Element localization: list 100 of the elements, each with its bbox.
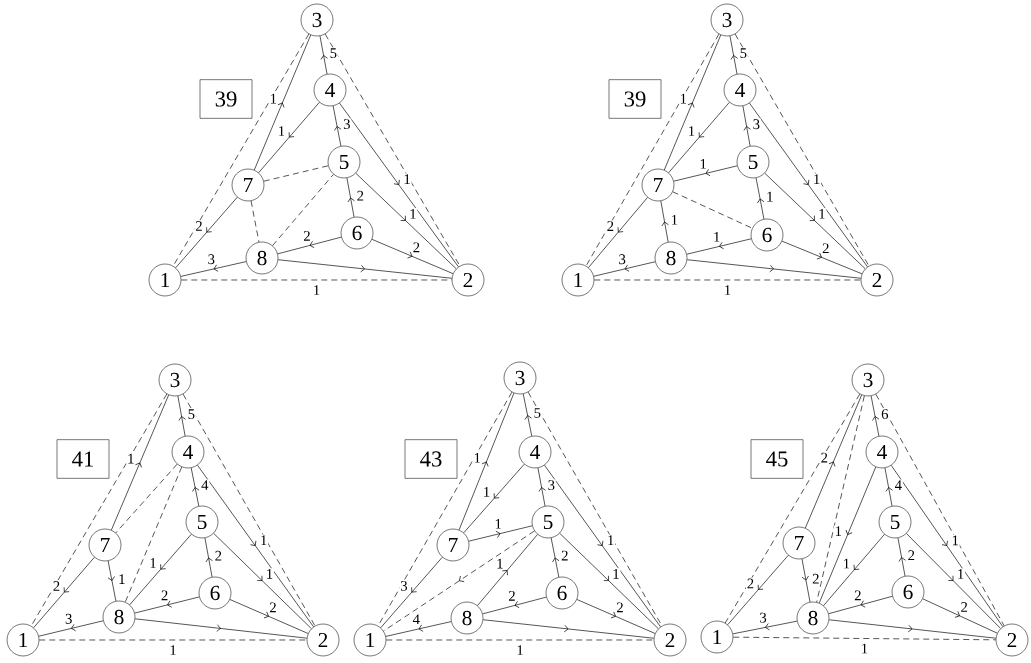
edge-line: [884, 467, 893, 507]
edge-label: 2: [819, 451, 829, 464]
edge-line: [380, 556, 443, 629]
edge-line: [559, 532, 659, 630]
edge-line: [371, 239, 454, 274]
edge-line: [172, 33, 310, 267]
edge-label: 1: [276, 125, 286, 137]
edge-line: [332, 105, 342, 147]
edge-label: 1: [956, 568, 966, 580]
edge-label: 1: [817, 208, 827, 220]
edge-line: [182, 393, 316, 627]
edge-line: [823, 534, 885, 606]
edge-label: 1: [765, 191, 775, 203]
edge-line: [922, 598, 998, 634]
edge-line: [672, 191, 753, 229]
edge-label: 3: [399, 580, 409, 592]
edge-line: [258, 101, 320, 173]
edge-label: 5: [186, 408, 196, 420]
edge-line: [385, 621, 452, 637]
edge-line: [458, 392, 515, 531]
edge-label: 3: [751, 118, 761, 130]
edge-line: [890, 465, 1004, 627]
edge-line: [177, 395, 186, 437]
edge-line: [673, 165, 738, 182]
edge-label: 1: [482, 486, 491, 498]
edge-line: [828, 619, 997, 639]
edge-line: [729, 35, 738, 75]
edge-line: [272, 174, 334, 246]
edge-label: 1: [686, 125, 696, 137]
edge-line: [686, 238, 752, 255]
edge-label: 1: [493, 518, 503, 530]
edge-line: [732, 620, 798, 635]
edge-label: 2: [194, 220, 204, 232]
edge-line: [175, 196, 238, 269]
edge-line: [111, 394, 169, 531]
edge-line: [724, 393, 861, 624]
edge-line: [253, 34, 312, 171]
edge-label: 1: [841, 557, 851, 570]
edge-label: 3: [617, 253, 627, 265]
edge-label: 1: [678, 93, 688, 105]
edge-line: [346, 177, 355, 218]
edge-line: [550, 537, 560, 578]
edge-label: 5: [738, 47, 748, 59]
edge-line: [727, 554, 789, 626]
edge-line: [190, 467, 200, 507]
edge-line: [38, 639, 308, 641]
edge-label: 2: [746, 577, 755, 590]
edge-label: 1: [698, 158, 708, 170]
edge-label: 1: [859, 642, 869, 655]
edge-label: 1: [312, 284, 321, 296]
edge-line: [30, 393, 168, 627]
edge-label: 1: [408, 208, 418, 220]
edge-label: 4: [893, 479, 903, 491]
edge-line: [339, 102, 459, 268]
edge-label: 1: [259, 534, 269, 546]
edge-line: [33, 556, 95, 628]
edge-line: [477, 534, 538, 606]
edge-line: [828, 595, 893, 615]
edge-label: 4: [411, 613, 421, 625]
edge-line: [749, 102, 868, 268]
number-box: 43: [404, 439, 458, 479]
edge-label: 1: [833, 525, 843, 537]
edge-line: [482, 596, 547, 615]
edge-line: [805, 394, 862, 529]
edge-line: [663, 34, 722, 171]
edge-line: [277, 259, 453, 279]
edge-label: 5: [328, 47, 338, 59]
edge-label: 5: [532, 407, 542, 419]
edge-line: [213, 533, 312, 629]
edge-line: [324, 33, 461, 267]
edge-label: 1: [117, 573, 127, 585]
edge-line: [660, 200, 669, 243]
edge-line: [319, 35, 328, 75]
edge-label: 2: [355, 190, 365, 202]
edge-line: [764, 172, 866, 270]
edge-line: [385, 639, 655, 641]
edge-line: [134, 618, 308, 639]
edge-line: [875, 393, 1005, 627]
number-box: 39: [199, 79, 253, 119]
edge-label: 1: [402, 173, 412, 185]
edge-line: [870, 395, 880, 437]
edge-line: [537, 467, 546, 507]
edge-label: 2: [302, 230, 312, 242]
edge-line: [134, 596, 200, 614]
edge-line: [816, 395, 865, 603]
edge-label: 2: [51, 580, 61, 592]
edge-label: 2: [853, 589, 863, 601]
edge-line: [801, 558, 811, 603]
edge-label: 2: [906, 549, 916, 561]
edge-line: [180, 279, 453, 281]
edge-line: [355, 172, 457, 270]
edge-line: [732, 636, 997, 641]
edge-line: [468, 525, 533, 542]
edge-line: [263, 165, 329, 182]
edge-label: 1: [168, 644, 178, 656]
edge-label: 6: [880, 408, 890, 420]
edge-label: 1: [495, 557, 505, 570]
edge-line: [522, 393, 533, 437]
edge-label: 1: [126, 452, 136, 465]
edge-line: [781, 240, 863, 275]
